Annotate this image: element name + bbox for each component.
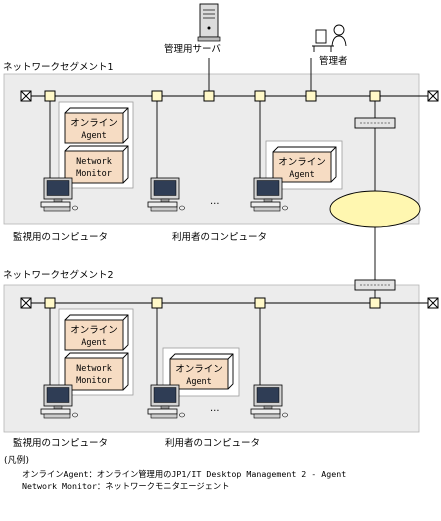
administrator-icon [312,24,347,52]
monitor-pc-label-2: 監視用のコンピュータ [13,437,108,449]
svg-text:Agent: Agent [81,131,107,141]
legend-network-monitor: Network Monitor：ネットワークモニタエージェント [22,481,230,491]
user-pc-label-1: 利用者のコンピュータ [172,231,267,243]
terminator-icon [427,297,439,309]
online-agent-box: オンライン Agent [64,107,129,144]
legend: (凡例) オンラインAgent：オンライン管理用のJP1/IT Desktop … [4,455,346,493]
svg-text:Network: Network [76,157,112,167]
legend-online-agent: オンラインAgent：オンライン管理用のJP1/IT Desktop Manag… [22,468,347,479]
legend-title: (凡例) [4,456,30,466]
router-icon [354,279,396,291]
online-agent-box: オンライン Agent [272,146,337,183]
svg-text:オンライン: オンライン [278,157,326,168]
online-agent-box: オンライン Agent [169,353,234,390]
network-monitor-box: Network Monitor [64,145,129,184]
svg-text:オンライン: オンライン [175,364,223,375]
segment1-title: ネットワークセグメント1 [3,61,114,73]
terminator-icon [20,297,32,309]
network-cloud-icon [329,190,421,228]
user-pc-label-2: 利用者のコンピュータ [165,437,260,449]
svg-text:Agent: Agent [81,338,107,348]
svg-text:Monitor: Monitor [76,376,112,386]
administrator-label: 管理者 [319,55,348,67]
management-server-label: 管理用サーバ [164,43,221,55]
segment2-title: ネットワークセグメント2 [3,269,114,281]
terminator-icon [20,90,32,102]
terminator-icon [427,90,439,102]
svg-text:Agent: Agent [289,170,315,180]
svg-text:Agent: Agent [186,377,212,387]
bus-node-icon [44,90,381,309]
network-monitor-box: Network Monitor [64,352,129,391]
router-icon [354,117,396,129]
svg-text:Monitor: Monitor [76,169,112,179]
svg-text:オンライン: オンライン [70,325,118,336]
ellipsis: … [210,403,220,414]
online-agent-box: オンライン Agent [64,314,129,351]
svg-text:オンライン: オンライン [70,118,118,129]
svg-text:Network: Network [76,364,112,374]
ellipsis: … [210,196,220,207]
management-server-icon [197,3,221,42]
monitor-pc-label-1: 監視用のコンピュータ [13,231,108,243]
